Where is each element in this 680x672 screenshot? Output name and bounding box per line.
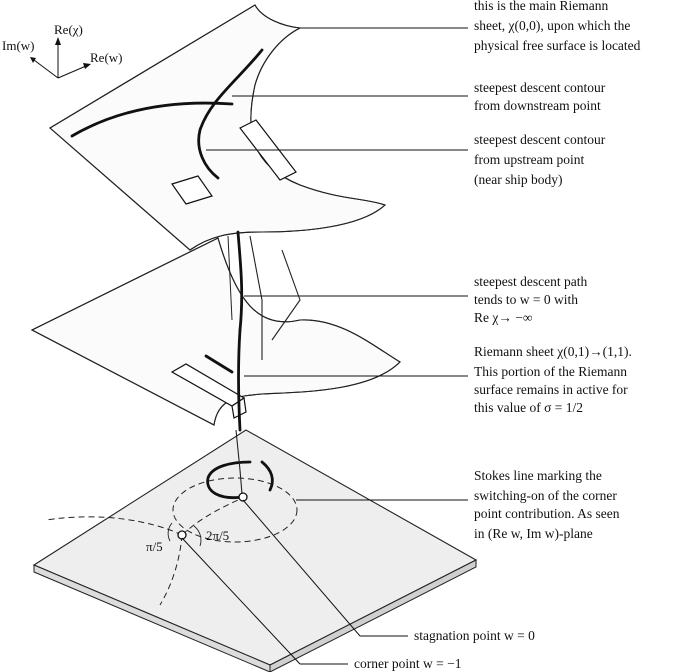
svg-text:Stokes line marking the: Stokes line marking the — [474, 468, 602, 483]
annotation-stokes-line: Stokes line marking the switching-on of … — [474, 468, 620, 541]
svg-text:Re χ→ −∞: Re χ→ −∞ — [474, 310, 532, 325]
annotation-descent-path: steepest descent path tends to w = 0 wit… — [474, 274, 587, 325]
svg-text:from downstream point: from downstream point — [474, 98, 601, 113]
svg-text:steepest descent contour: steepest descent contour — [474, 80, 606, 95]
stokes-line-curve — [206, 460, 252, 500]
annotation-upstream-contour: steepest descent contour from upstream p… — [474, 132, 606, 187]
stokes-circle — [172, 477, 298, 543]
stagnation-point — [238, 492, 248, 502]
svg-text:corner point w = −1: corner point w = −1 — [354, 656, 461, 671]
annotation-downstream-contour: steepest descent contour from downstream… — [474, 80, 606, 113]
axis-im-w: Im(w) — [2, 38, 35, 53]
descent-path-line — [236, 230, 244, 332]
svg-text:from upstream point: from upstream point — [474, 152, 584, 167]
annotation-main-sheet: this is the main Riemann sheet, χ(0,0), … — [474, 0, 641, 53]
axis-re-w: Re(w) — [90, 50, 123, 65]
leader-lines — [181, 27, 468, 665]
svg-text:switching-on of the corner: switching-on of the corner — [474, 488, 617, 503]
svg-text:steepest descent contour: steepest descent contour — [474, 132, 606, 147]
svg-text:steepest descent path: steepest descent path — [474, 274, 587, 289]
svg-text:physical free surface is locat: physical free surface is located — [474, 38, 641, 53]
svg-text:this value of σ = 1/2: this value of σ = 1/2 — [474, 400, 583, 415]
annotation-second-sheet: Riemann sheet χ(0,1)→(1,1). This portion… — [474, 344, 632, 415]
complex-plane-base: π/5 2π/5 — [32, 429, 478, 672]
svg-text:(near ship body): (near ship body) — [474, 172, 562, 187]
annotation-corner: corner point w = −1 — [354, 656, 461, 671]
axis-re-chi: Re(χ) — [54, 22, 83, 37]
annotation-stagnation: stagnation point w = 0 — [414, 628, 535, 643]
svg-text:surface remains in active for: surface remains in active for — [474, 382, 628, 397]
riemann-sheet-lower — [30, 237, 401, 426]
svg-text:tends to w = 0 with: tends to w = 0 with — [474, 292, 578, 307]
riemann-sheet-main — [49, 4, 387, 251]
svg-text:sheet, χ(0,0), upon which the: sheet, χ(0,0), upon which the — [474, 18, 630, 33]
upstream-contour-curve — [197, 48, 264, 180]
svg-text:This portion of the Riemann: This portion of the Riemann — [474, 364, 627, 379]
svg-text:stagnation point w = 0: stagnation point w = 0 — [414, 628, 535, 643]
svg-text:point contribution. As seen: point contribution. As seen — [474, 506, 620, 521]
svg-text:Riemann sheet χ(0,1)→(1,1).: Riemann sheet χ(0,1)→(1,1). — [474, 344, 632, 359]
angle-2pi-5: 2π/5 — [206, 528, 229, 543]
angle-pi-5: π/5 — [146, 539, 163, 554]
corner-point — [177, 530, 187, 540]
downstream-contour-curve — [70, 101, 234, 138]
svg-text:this is the main Riemann: this is the main Riemann — [474, 0, 608, 13]
svg-text:in (Re w, Im w)-plane: in (Re w, Im w)-plane — [474, 526, 593, 541]
axis-indicator: Re(χ) Im(w) Re(w) — [2, 22, 123, 79]
